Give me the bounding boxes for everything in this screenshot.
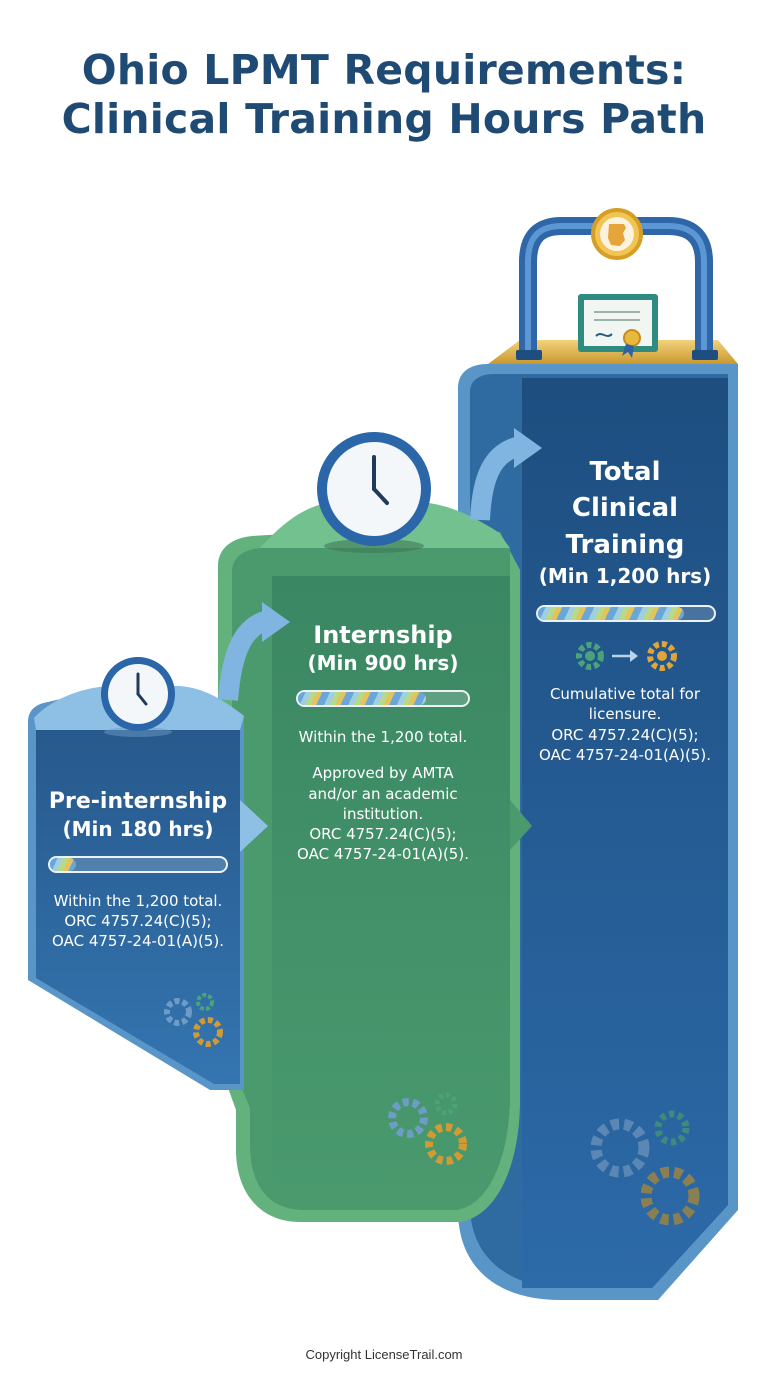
step-preinternship: Pre-internship (Min 180 hrs) Within the … [36,788,240,951]
step-title: Pre-internship [48,789,228,814]
step-preinternship-column [28,686,268,1090]
step-internship: Internship (Min 900 hrs) Within the 1,20… [272,620,494,865]
ohio-state-icon [591,208,643,260]
step-note: Within the 1,200 total. Approved by AMTA… [272,727,494,865]
clock-icon [101,657,175,737]
note-line: and/or an academic [308,784,458,803]
certificate-icon [578,294,658,358]
note-line: Cumulative total for [549,685,701,704]
step-total: Total Clinical Training (Min 1,200 hrs) … [522,454,728,765]
arrow-right-icon [612,650,638,662]
step-title-line-2: Clinical [571,493,679,524]
gear-icon [388,1092,467,1165]
page-title: Ohio LPMT Requirements: Clinical Trainin… [0,46,768,144]
step-internship-column [218,502,532,1222]
note-line: Within the 1,200 total. [53,891,223,910]
step-title-line-1: Total [589,457,661,487]
arrow-right-icon [470,428,542,521]
note-line: OAC 4757-24-01(A)(5). [52,932,224,950]
note-line: Approved by AMTA [312,764,454,783]
title-line-2: Clinical Training Hours Path [61,95,707,144]
copyright-footer: Copyright LicenseTrail.com [305,1347,463,1362]
note-line: ORC 4757.24(C)(5); [309,825,457,843]
note-line: licensure. [588,705,662,724]
title-line-1: Ohio LPMT Requirements: [81,46,687,94]
progress-bar [48,855,228,873]
progress-bar [536,605,716,623]
arch-gate [516,217,718,360]
chevron-connector [510,800,532,850]
step-note: Within the 1,200 total. ORC 4757.24(C)(5… [36,891,240,952]
note-line: OAC 4757-24-01(A)(5). [297,845,469,864]
chevron-connector [240,800,268,852]
gear-icon [164,993,223,1047]
progress-bar [296,690,470,707]
note-line: OAC 4757-24-01(A)(5). [539,745,711,764]
note-line: Within the 1,200 total. [298,728,468,746]
gear-icon [647,641,677,671]
gear-icon [590,1110,700,1226]
progress-fill [298,692,426,705]
gear-icon [576,642,604,670]
note-line: ORC 4757.24(C)(5); [64,911,212,930]
clock-icon [317,432,431,553]
step-note: Cumulative total for licensure. ORC 4757… [522,684,728,765]
step-requirement: (Min 900 hrs) [307,651,459,675]
progress-fill [538,607,685,621]
note-line: ORC 4757.24(C)(5); [551,725,699,744]
progress-fill [50,857,77,871]
step-requirement: (Min 180 hrs) [62,816,214,841]
note-line: institution. [342,804,424,823]
step-requirement: (Min 1,200 hrs) [538,564,712,589]
step-title-line-3: Training [565,529,685,560]
step-title: Internship [313,621,453,649]
arrow-right-icon [218,602,290,701]
